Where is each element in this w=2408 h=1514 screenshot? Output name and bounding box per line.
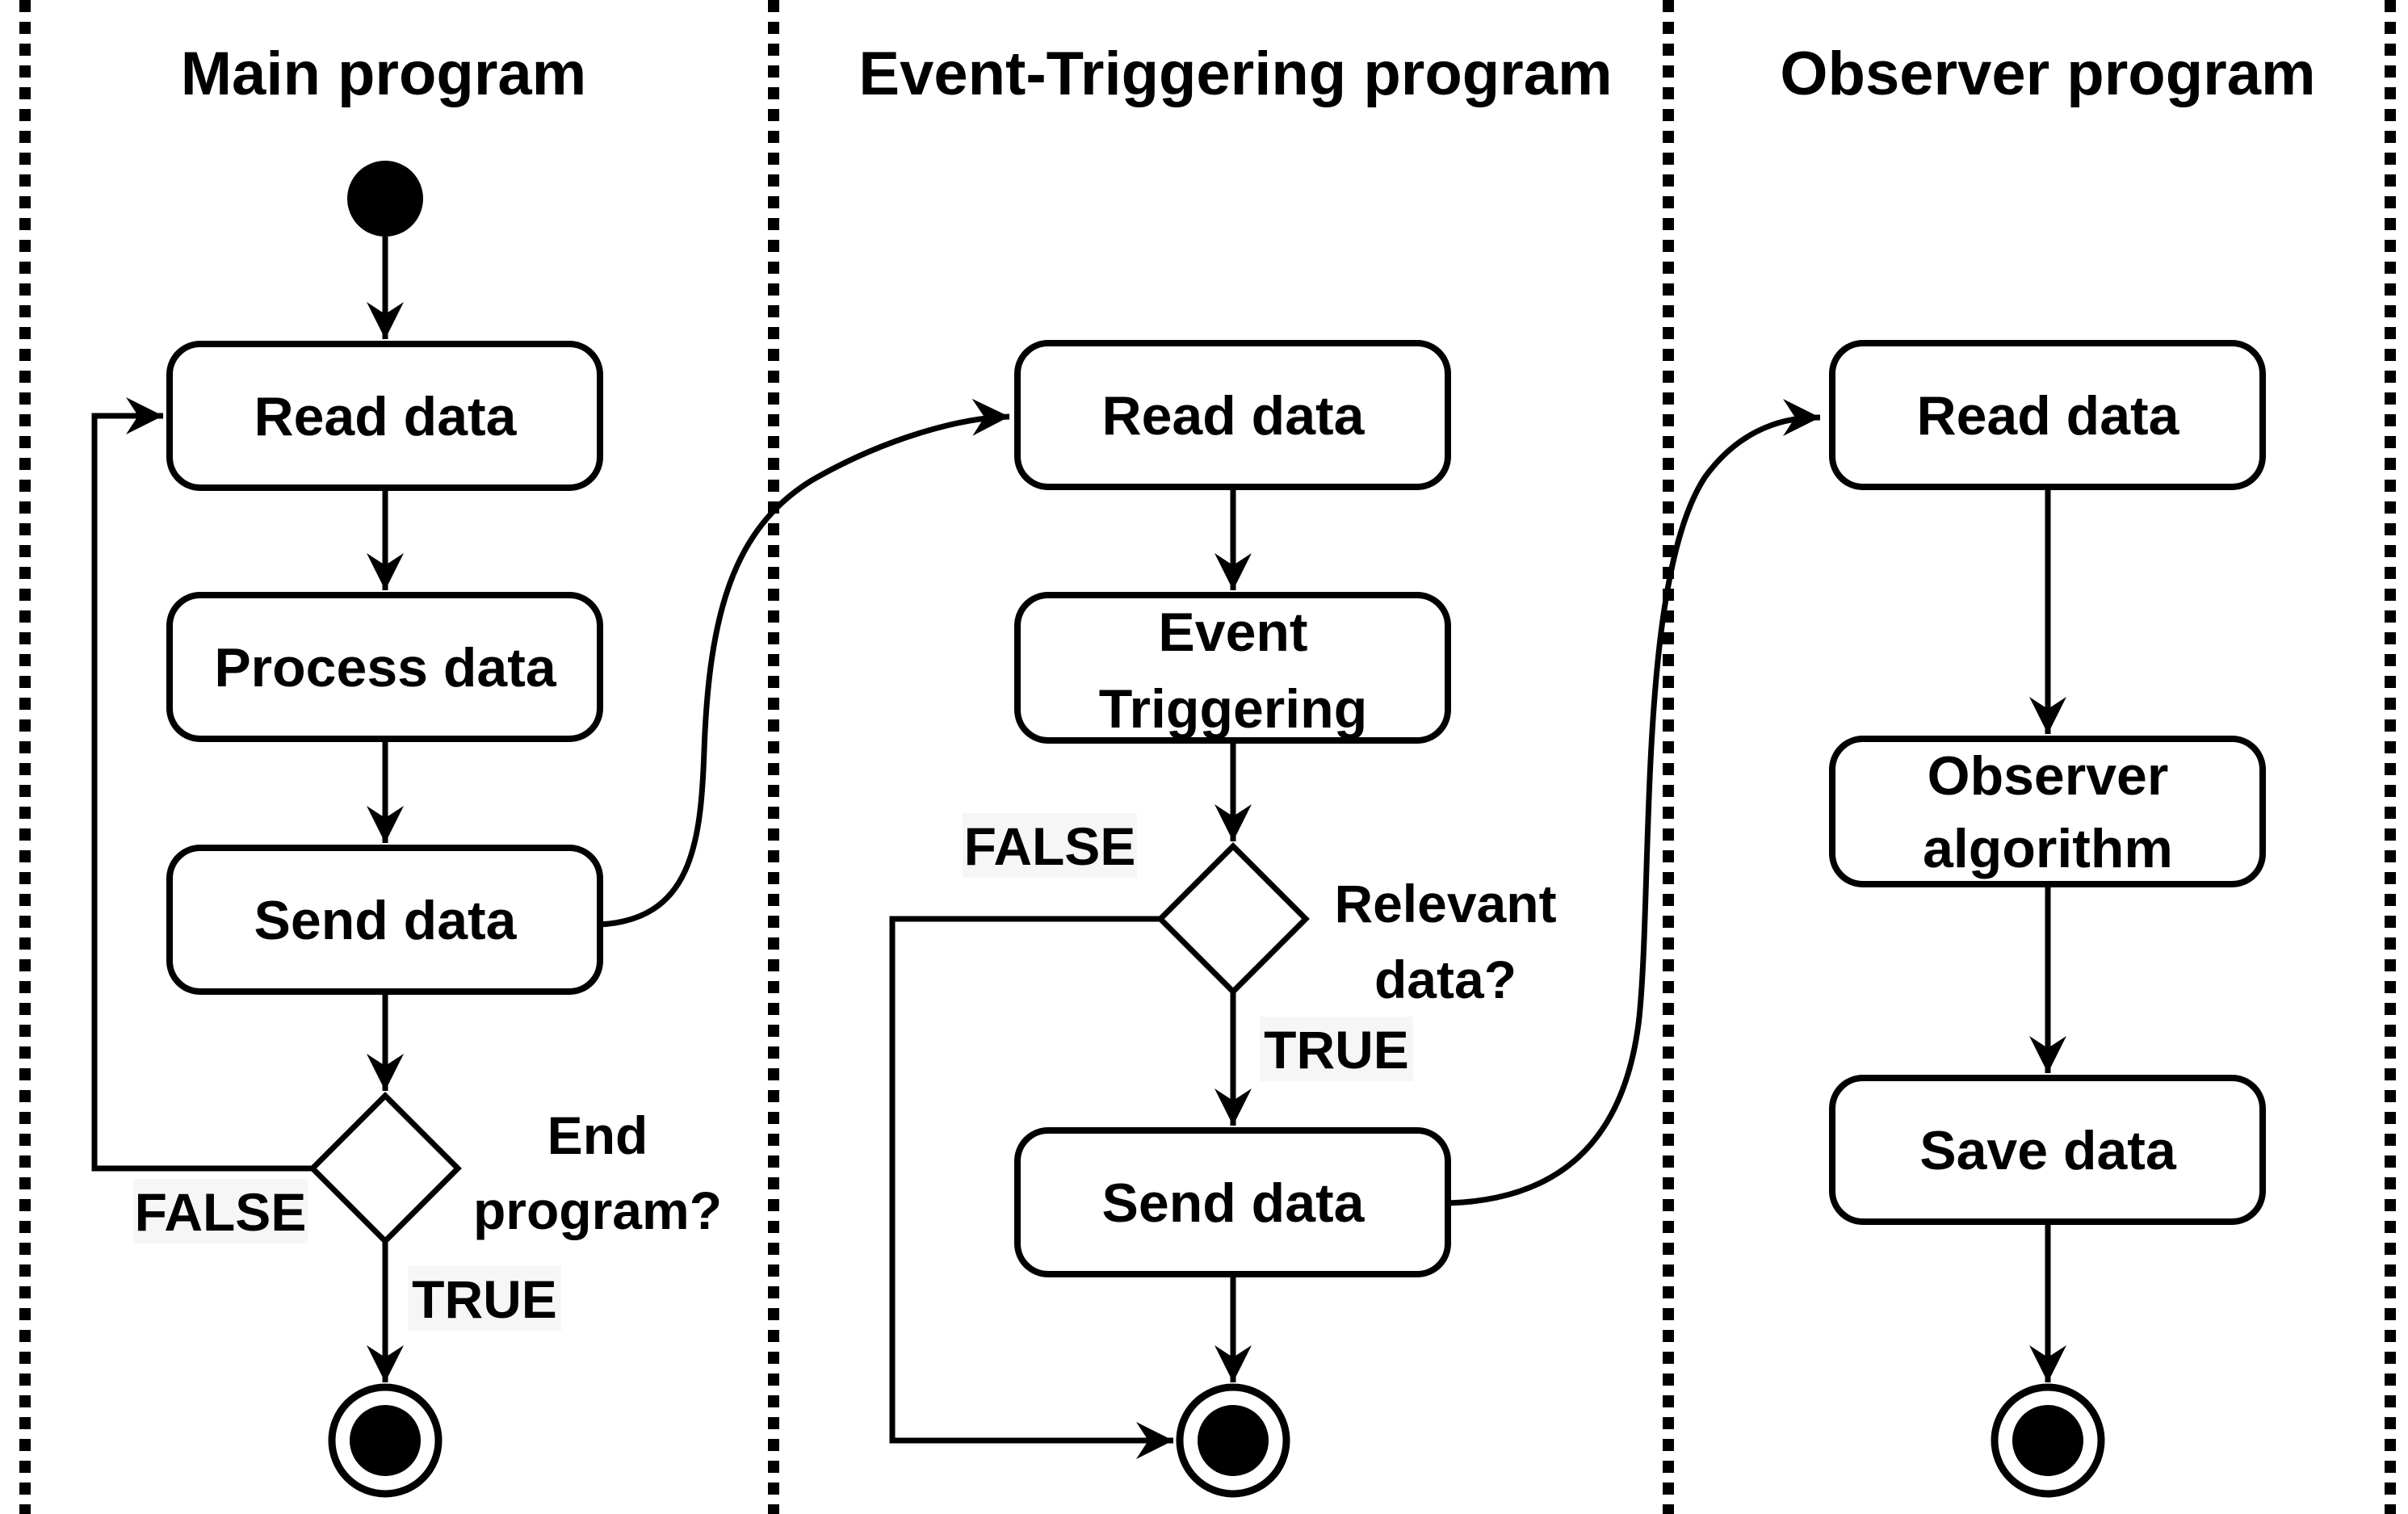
send-data-label-event: Send data: [1102, 1172, 1366, 1234]
lane-title-main: Main program: [181, 40, 587, 108]
lane-event-triggering-program: Event-Triggering program Read data Event…: [858, 40, 1613, 1498]
observer-algorithm-label-line2: algorithm: [1923, 818, 2173, 879]
read-data-label-main: Read data: [254, 386, 518, 447]
cross-lane-arrow-event-to-observer: [1447, 399, 1821, 1206]
end-node-inner-observer: [2012, 1405, 2083, 1476]
lane-title-event: Event-Triggering program: [858, 40, 1612, 108]
decision-question-line1-event: Relevant: [1334, 874, 1556, 933]
true-label-event: TRUE: [1264, 1020, 1409, 1080]
decision-question-line2-event: data?: [1374, 950, 1517, 1009]
observer-algorithm-label-line1: Observer: [1928, 745, 2169, 807]
decision-question-line2-main: program?: [473, 1181, 722, 1240]
true-label-main: TRUE: [412, 1269, 557, 1329]
lane-main-program: Main program Read data Process data Send…: [91, 40, 722, 1498]
false-label-main: FALSE: [135, 1182, 307, 1242]
event-triggering-label-line2: Triggering: [1099, 678, 1367, 740]
send-data-label-main: Send data: [254, 890, 518, 951]
cross-lane-arrow-main-to-event: [598, 398, 1010, 928]
lane-observer-program: Observer program Read data Observer algo…: [1780, 40, 2316, 1498]
start-node-main: [347, 161, 423, 237]
end-node-inner-event: [1198, 1405, 1269, 1476]
decision-diamond-relevant-data: [1156, 842, 1310, 996]
decision-diamond-end-program: [308, 1092, 462, 1245]
true-label-bg-event: [1260, 1017, 1413, 1081]
false-loop-arrow-main: [91, 397, 313, 1172]
read-data-label-event: Read data: [1102, 385, 1366, 447]
save-data-label-observer: Save data: [1919, 1120, 2177, 1181]
false-label-bg-main: [133, 1179, 308, 1243]
true-label-bg-main: [408, 1266, 561, 1331]
event-triggering-label-line1: Event: [1158, 602, 1307, 663]
decision-question-line1-main: End: [547, 1105, 648, 1165]
false-label-bg-event: [963, 813, 1137, 878]
false-branch-arrow-event: [889, 916, 1173, 1459]
false-label-event: FALSE: [964, 816, 1136, 876]
read-data-label-observer: Read data: [1917, 385, 2180, 447]
end-node-inner-main: [350, 1405, 421, 1476]
process-data-label-main: Process data: [214, 637, 557, 698]
lane-title-observer: Observer program: [1780, 40, 2315, 108]
